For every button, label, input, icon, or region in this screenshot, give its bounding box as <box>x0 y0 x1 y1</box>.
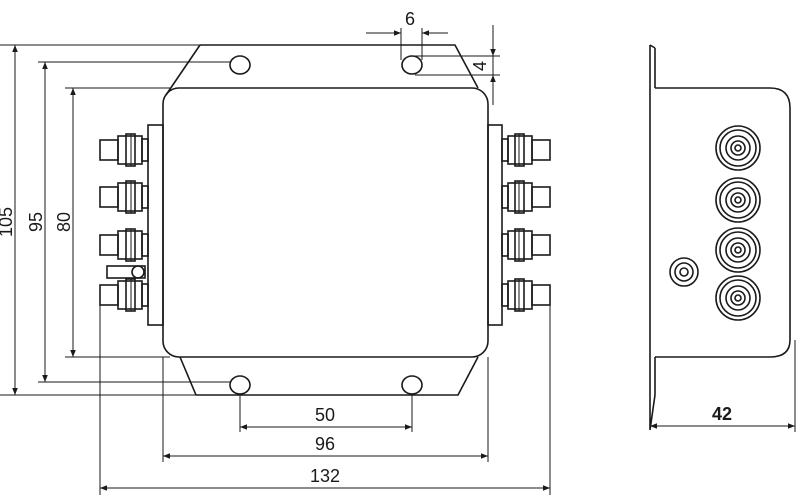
side-view: 42 <box>649 44 796 432</box>
terminal-plate-left <box>147 124 164 326</box>
dim-105-label: 105 <box>0 207 16 237</box>
dim-4-label: 4 <box>470 61 490 71</box>
front-view <box>99 44 551 396</box>
terminals-left <box>99 133 149 312</box>
dim-132-label: 132 <box>310 466 340 486</box>
ground-stud-end <box>669 257 699 287</box>
mounting-hole <box>229 55 251 75</box>
terminal-end-view <box>715 177 761 223</box>
mounting-hole <box>229 375 251 395</box>
terminal-connector <box>99 278 149 312</box>
terminal-connector <box>99 180 149 214</box>
terminals-right <box>501 133 551 312</box>
mounting-hole <box>401 55 423 75</box>
mounting-flange <box>165 44 479 396</box>
dim-80-label: 80 <box>54 212 74 232</box>
mounting-hole <box>401 375 423 395</box>
terminal-connector <box>501 133 551 167</box>
terminal-connector <box>99 133 149 167</box>
side-terminals <box>715 125 761 321</box>
dim-50-label: 50 <box>315 405 335 425</box>
terminal-end-view <box>715 227 761 273</box>
dim-96-label: 96 <box>315 434 335 454</box>
ground-washer <box>131 265 145 279</box>
side-flange <box>649 44 656 431</box>
ground-stud <box>106 265 146 279</box>
filter-body <box>162 87 489 358</box>
dimensions: 105 95 80 6 4 50 96 132 <box>0 9 551 495</box>
dim-6-label: 6 <box>405 9 415 29</box>
terminal-connector <box>501 228 551 262</box>
terminal-end-view <box>715 125 761 171</box>
terminal-end-view <box>715 275 761 321</box>
dim-95-label: 95 <box>26 212 46 232</box>
terminal-connector <box>501 278 551 312</box>
terminal-connector <box>501 180 551 214</box>
terminal-plate-right <box>487 124 503 326</box>
terminal-connector <box>99 228 149 262</box>
dim-42-label: 42 <box>712 404 732 424</box>
side-body <box>655 87 791 358</box>
